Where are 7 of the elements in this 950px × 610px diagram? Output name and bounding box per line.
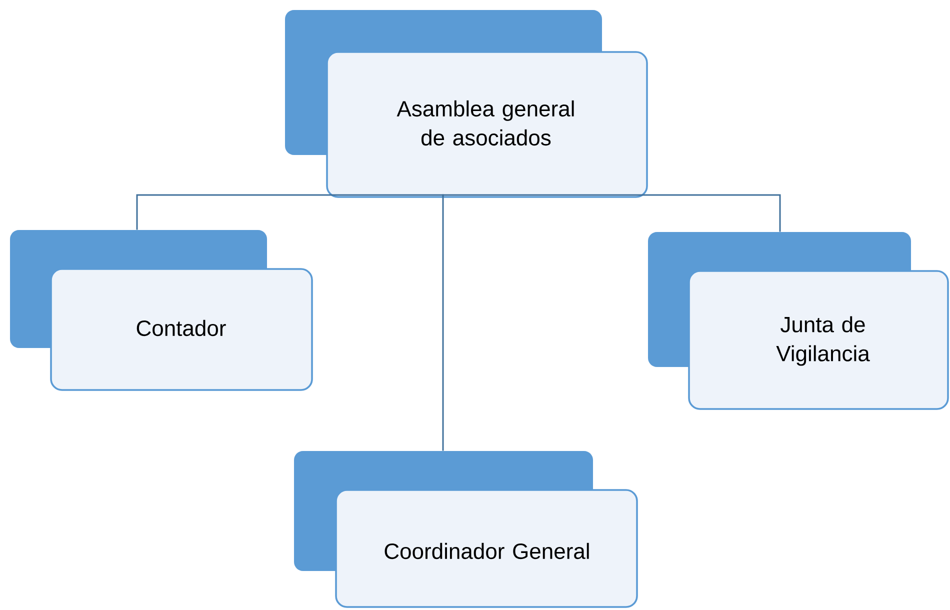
connector-line [442, 194, 781, 232]
org-box: Contador [10, 230, 313, 391]
org-box: Asamblea general de asociados [285, 10, 648, 198]
org-box: Junta de Vigilancia [648, 232, 949, 410]
connector-line [442, 197, 444, 451]
connector-line [136, 194, 444, 230]
org-box: Coordinador General [294, 450, 638, 608]
